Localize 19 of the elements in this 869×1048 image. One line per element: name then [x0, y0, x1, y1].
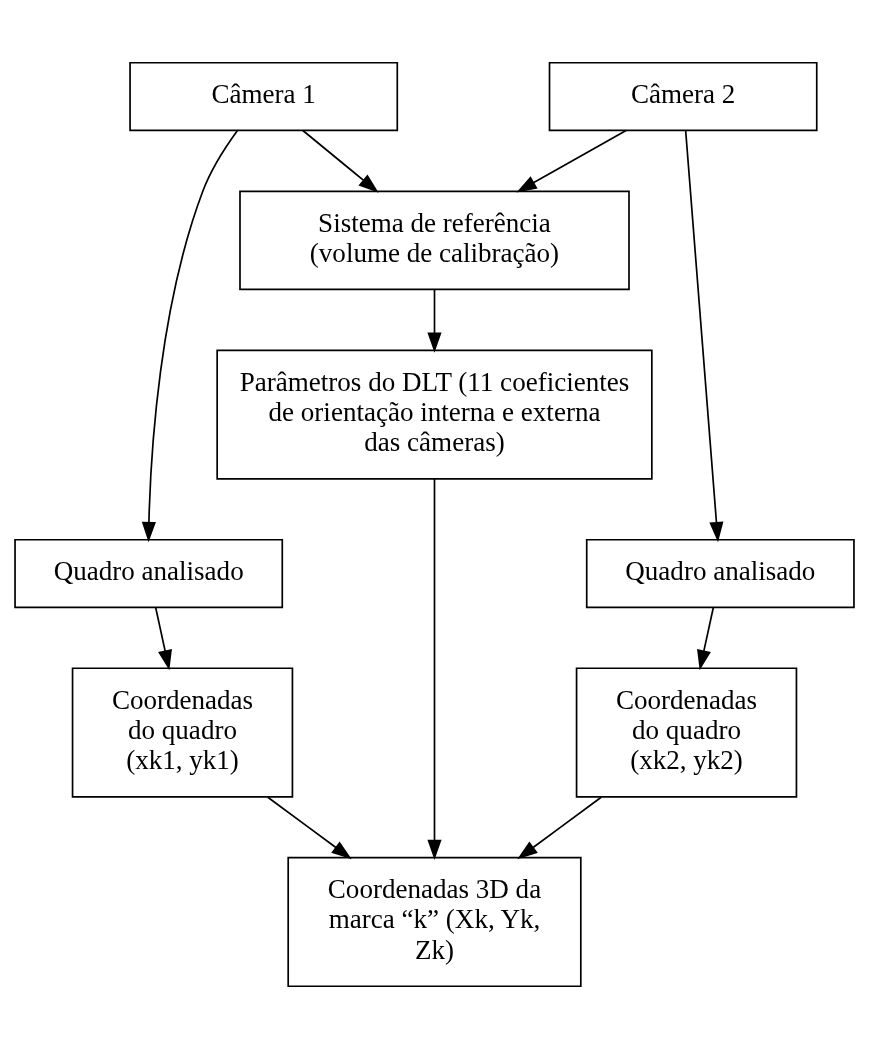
arrow [427, 477, 442, 860]
arrow [684, 129, 724, 542]
node-box: Câmera 2 [548, 61, 818, 131]
node-box: Coordenadas 3D da marca “k” (Xk, Yk, Zk) [287, 856, 582, 987]
node-box: Câmera 1 [129, 61, 399, 131]
arrow [517, 795, 603, 859]
arrow [516, 129, 627, 192]
arrow [697, 606, 715, 670]
node-box: Coordenadas do quadro (xk1, yk1) [71, 666, 294, 798]
node-box: Quadro analisado [14, 538, 284, 608]
arrow [266, 795, 352, 859]
arrow [302, 129, 379, 193]
arrow [427, 288, 442, 353]
node-box: Coordenadas do quadro (xk2, yk2) [575, 666, 798, 798]
node-box: Parâmetros do DLT (11 coeficientes de orientação interna e externa das câmeras) [216, 348, 653, 480]
arrow [141, 129, 239, 542]
node-box: Quadro analisado [585, 538, 855, 608]
node-box: Sistema de referência (volume de calibração) [239, 189, 630, 290]
arrow [154, 606, 172, 670]
